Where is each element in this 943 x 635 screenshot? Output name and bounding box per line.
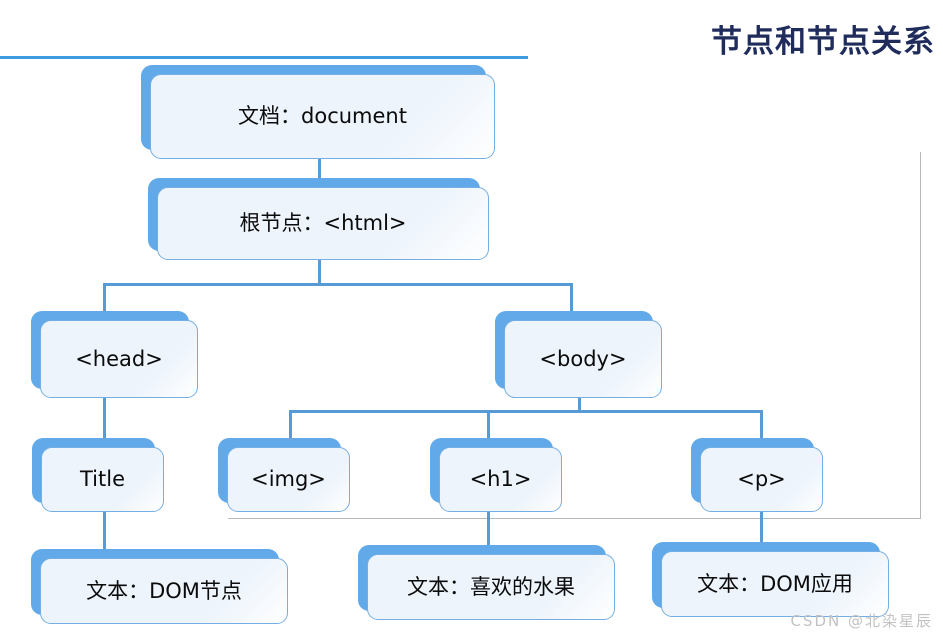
connector-title-text <box>103 511 106 550</box>
connector-body-to-img <box>289 410 292 440</box>
node-face: <h1> <box>439 447 562 512</box>
node-face: 文本：DOM节点 <box>40 558 288 624</box>
connector-body-to-h1 <box>487 410 490 440</box>
connector-document-html <box>318 156 321 182</box>
node-label: 文本：DOM节点 <box>86 578 242 603</box>
node-label: <p> <box>737 467 786 491</box>
node-text-dom-use[interactable]: 文本：DOM应用 <box>652 542 889 617</box>
title-accent-rule <box>0 56 528 59</box>
node-p[interactable]: <p> <box>691 438 823 512</box>
node-face: <img> <box>227 447 350 512</box>
node-face: <p> <box>700 447 823 512</box>
connector-body-stem <box>578 397 581 412</box>
connector-p-text <box>760 512 763 542</box>
page-title: 节点和节点关系 <box>711 24 935 60</box>
connector-html-to-head <box>103 283 106 313</box>
node-label: <body> <box>539 346 627 371</box>
node-document[interactable]: 文档：document <box>141 65 495 159</box>
node-html[interactable]: 根节点：<html> <box>148 178 489 260</box>
node-face: 根节点：<html> <box>157 187 489 260</box>
node-face: <body> <box>504 320 662 398</box>
node-face: <head> <box>40 320 198 398</box>
connector-body-to-p <box>760 410 763 440</box>
node-label: 文档：document <box>238 104 407 128</box>
node-label: <img> <box>251 467 326 491</box>
node-label: 根节点：<html> <box>239 211 407 235</box>
connector-h1-text <box>487 512 490 546</box>
node-label: <head> <box>75 346 163 371</box>
node-head[interactable]: <head> <box>31 311 198 398</box>
node-body[interactable]: <body> <box>495 311 662 398</box>
connector-body-bus <box>289 410 763 413</box>
node-title[interactable]: Title <box>32 438 164 512</box>
connector-html-to-body <box>570 283 573 313</box>
node-h1[interactable]: <h1> <box>430 438 562 512</box>
connector-html-bus <box>103 283 573 286</box>
node-label: 文本：喜欢的水果 <box>407 574 575 599</box>
node-face: 文档：document <box>150 74 495 159</box>
connector-head-title <box>103 397 106 439</box>
node-face: Title <box>41 447 164 512</box>
node-label: <h1> <box>469 467 532 491</box>
node-face: 文本：DOM应用 <box>661 551 889 617</box>
node-text-fruit[interactable]: 文本：喜欢的水果 <box>358 545 615 620</box>
node-face: 文本：喜欢的水果 <box>367 554 615 620</box>
csdn-watermark: CSDN @北染星辰 <box>790 612 933 630</box>
connector-html-stem <box>318 256 321 285</box>
node-label: 文本：DOM应用 <box>697 571 853 596</box>
node-text-dom-node[interactable]: 文本：DOM节点 <box>31 549 288 624</box>
node-img[interactable]: <img> <box>218 438 350 512</box>
node-label: Title <box>79 467 125 491</box>
